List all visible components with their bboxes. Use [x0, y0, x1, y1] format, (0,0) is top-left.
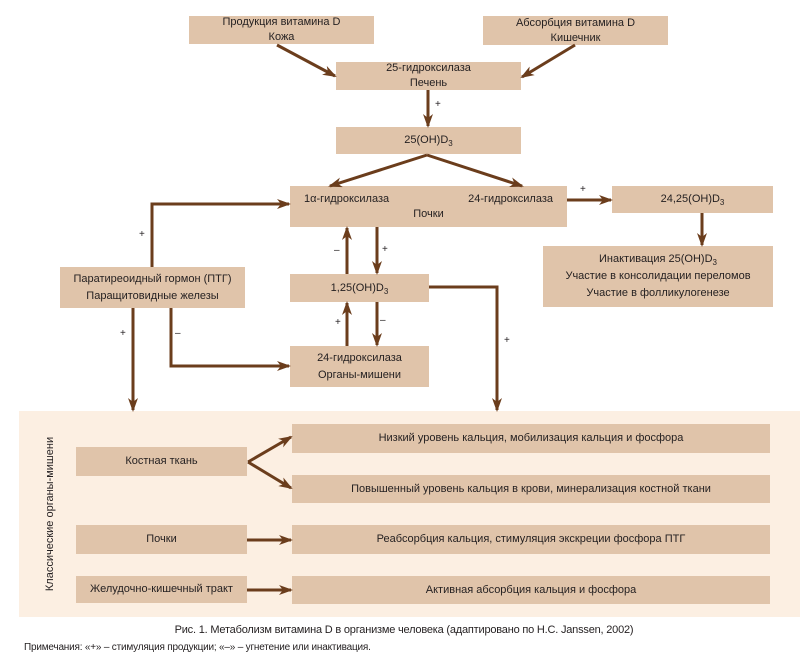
sign-liver-to-calcidiol: + — [435, 99, 441, 110]
arrow-calcidiol-to-24-hydroxylase — [426, 153, 524, 188]
organ-bone-tissue: Костная ткань — [76, 447, 247, 476]
node-kidney: 1α-гидроксилаза 24-гидроксилаза Почки — [290, 186, 567, 227]
node-text: 24-гидроксилаза — [317, 351, 402, 364]
sign-pth-to-panel: + — [120, 328, 126, 339]
node-text: Участие в фолликулогенезе — [586, 287, 730, 299]
sign-pth-to-target: – — [175, 328, 181, 339]
organ-gi-tract: Желудочно-кишечный тракт — [76, 576, 247, 603]
node-text: Кишечник — [550, 31, 601, 44]
node-liver-25-hydroxylase: 25-гидроксилаза Печень — [336, 62, 521, 90]
effect-label: Низкий уровень кальция, мобилизация каль… — [378, 432, 684, 444]
effect-active-absorption: Активная абсорбция кальция и фосфора — [292, 576, 770, 604]
effect-label: Реабсорбция кальция, стимуляция экскреци… — [376, 533, 686, 545]
formula-base: 1,25(OH)D — [330, 281, 384, 294]
node-text: Участие в консолидации переломов — [565, 270, 751, 282]
node-text: Инактивация 25(OH)D3 — [599, 251, 717, 268]
effect-high-calcium: Повышенный уровень кальция в крови, мине… — [292, 475, 770, 503]
sign-target-to-calcitriol: + — [335, 317, 341, 328]
organ-label: Почки — [146, 533, 177, 545]
node-24-25-oh-d3: 24,25(OH)D3 — [612, 186, 773, 213]
node-text: 24,25(OH)D3 — [661, 192, 725, 207]
kidney-organ-label: Почки — [413, 208, 444, 220]
node-text: 1,25(OH)D3 — [331, 281, 389, 296]
arrow-absorption-to-liver — [520, 43, 576, 79]
sign-calcitriol-to-target: – — [380, 315, 386, 326]
kidney-24-hydroxylase: 24-гидроксилаза — [468, 193, 553, 205]
formula-base: Инактивация 25(OH)D — [599, 253, 713, 265]
node-inactivation-functions: Инактивация 25(OH)D3 Участие в консолида… — [543, 246, 773, 307]
node-calcitriol: 1,25(OH)D3 — [290, 274, 429, 302]
kidney-1alpha-hydroxylase: 1α-гидроксилаза — [304, 193, 390, 205]
effect-calcium-reabsorption: Реабсорбция кальция, стимуляция экскреци… — [292, 525, 770, 554]
arrow-production-to-liver — [276, 43, 337, 78]
organ-label: Желудочно-кишечный тракт — [90, 583, 233, 595]
arrow-pth-to-kidney — [150, 199, 291, 267]
sign-calcitriol-to-panel: + — [504, 335, 510, 346]
node-parathyroid-hormone: Паратиреоидный гормон (ПТГ) Паращитовидн… — [60, 267, 245, 308]
node-text: Паратиреоидный гормон (ПТГ) — [73, 272, 232, 285]
formula-subscript: 3 — [448, 139, 453, 148]
node-target-24-hydroxylase: 24-гидроксилаза Органы-мишени — [290, 346, 429, 387]
formula-subscript: 3 — [383, 286, 389, 296]
formula-base: 24,25(OH)D — [660, 193, 720, 205]
node-text: 25-гидроксилаза — [386, 62, 471, 74]
organ-kidneys: Почки — [76, 525, 247, 554]
arrow-calcitriol-to-panel — [429, 285, 502, 412]
organ-label: Костная ткань — [125, 455, 198, 467]
node-vitamin-d-production: Продукция витамина D Кожа — [189, 16, 374, 44]
sign-calcitriol-to-kidney: – — [334, 245, 340, 256]
node-text: 25(OH)D3 — [404, 133, 452, 148]
node-text: Кожа — [268, 31, 295, 43]
node-text: Паращитовидные железы — [86, 289, 219, 302]
effect-label: Активная абсорбция кальция и фосфора — [425, 583, 637, 596]
formula-subscript: 3 — [719, 198, 725, 207]
node-text: Печень — [409, 77, 448, 89]
node-text: Органы-мишени — [317, 368, 402, 381]
node-text: Абсорбция витамина D — [515, 16, 636, 29]
effect-low-calcium: Низкий уровень кальция, мобилизация каль… — [292, 424, 770, 453]
node-calcidiol: 25(OH)D3 — [336, 127, 521, 154]
target-organs-label: Классические органы-мишени — [44, 436, 56, 592]
sign-kidney-to-calcitriol: + — [382, 244, 388, 255]
figure-notes: Примечания: «+» – стимуляция продукции; … — [24, 642, 371, 653]
formula-subscript: 3 — [712, 258, 717, 267]
arrow-pth-to-target-enzyme — [169, 308, 291, 371]
node-text: Продукция витамина D — [222, 16, 341, 28]
arrow-calcidiol-to-1alpha — [328, 153, 428, 188]
node-vitamin-d-absorption: Абсорбция витамина D Кишечник — [483, 16, 668, 45]
figure-caption: Рис. 1. Метаболизм витамина D в организм… — [174, 624, 634, 636]
sign-kidney-to-2425: + — [580, 184, 586, 195]
formula-base: 25(OH)D — [404, 134, 449, 146]
effect-label: Повышенный уровень кальция в крови, мине… — [351, 482, 711, 495]
sign-pth-to-kidney: + — [139, 229, 145, 240]
